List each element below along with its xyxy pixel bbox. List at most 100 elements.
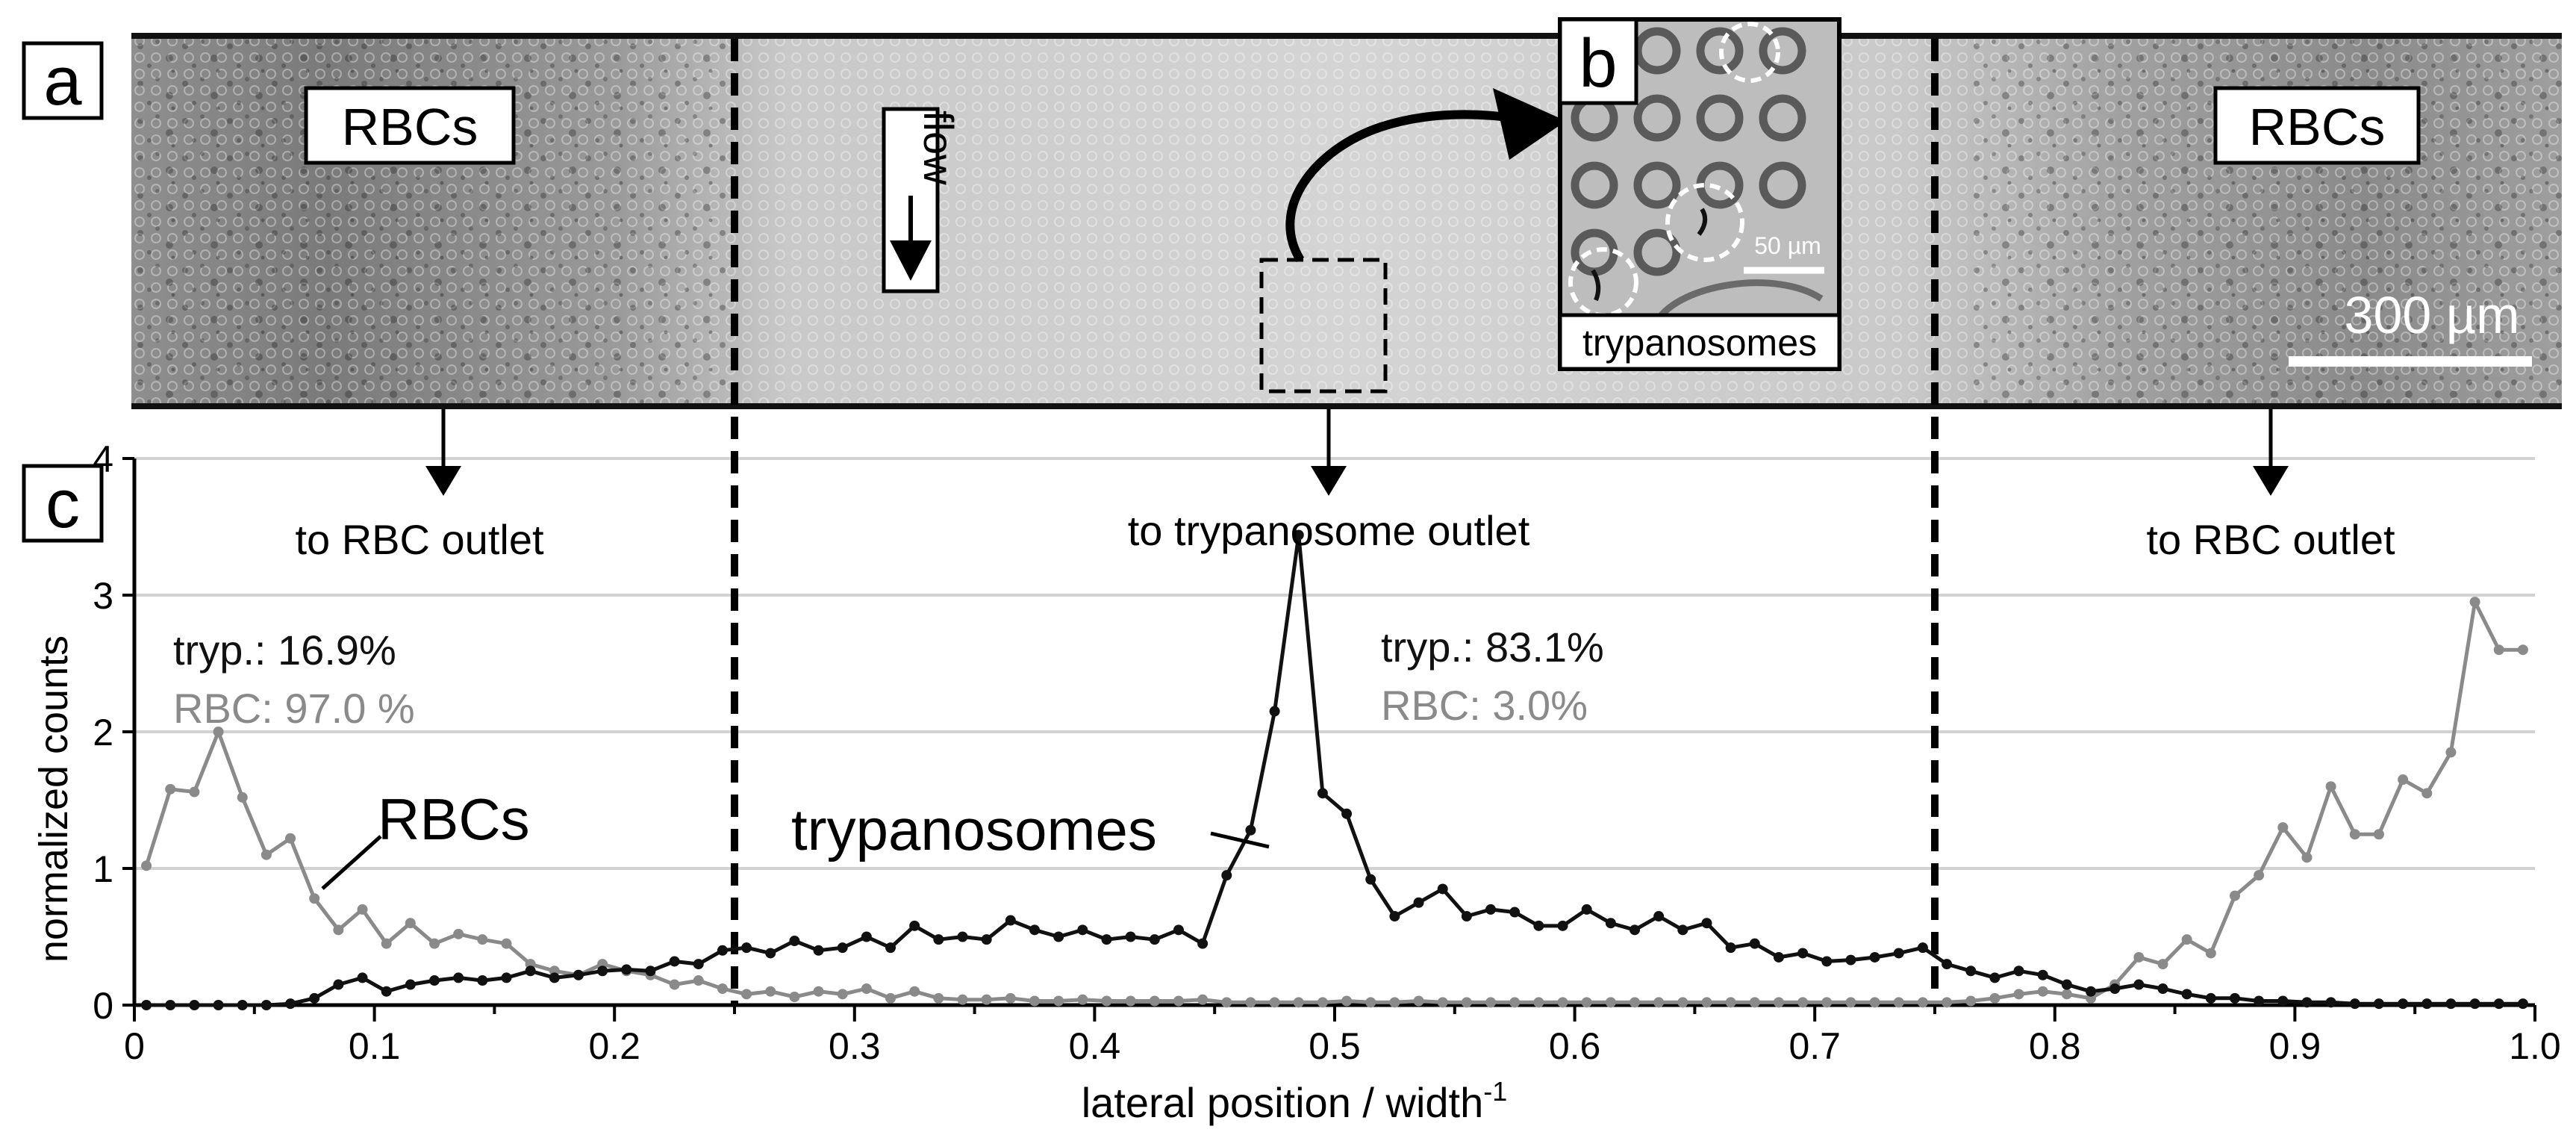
flow-indicator: flow bbox=[882, 107, 962, 293]
rbcs-point bbox=[1293, 997, 1304, 1008]
x-tick-label: 0.8 bbox=[2029, 1025, 2081, 1067]
rbcs-point bbox=[261, 849, 272, 860]
trypanosomes-point bbox=[1533, 920, 1544, 931]
rbc-series-label: RBCs bbox=[378, 786, 530, 852]
trypanosomes-point bbox=[2254, 995, 2265, 1007]
trypanosomes-point bbox=[693, 959, 704, 970]
center-tryp-percent: tryp.: 83.1% bbox=[1381, 624, 1604, 671]
trypanosomes-point bbox=[765, 948, 776, 959]
rbcs-point bbox=[405, 918, 416, 929]
trypanosomes-point bbox=[1173, 924, 1184, 936]
rbc-label-right: RBCs bbox=[2249, 98, 2386, 156]
scale-bar-300-label: 300 µm bbox=[2345, 286, 2520, 344]
trypanosomes-point bbox=[309, 992, 320, 1004]
rbcs-point bbox=[381, 938, 392, 949]
rbcs-point bbox=[1077, 994, 1088, 1005]
rbcs-point bbox=[1821, 997, 1833, 1008]
center-outlet-label: to trypanosome outlet bbox=[1128, 507, 1530, 554]
trypanosomes-point bbox=[2517, 998, 2528, 1010]
rbcs-point bbox=[429, 938, 440, 949]
trypanosomes-point bbox=[1557, 920, 1568, 931]
rbcs-point bbox=[1581, 997, 1592, 1008]
rbcs-point bbox=[1029, 995, 1040, 1007]
trypanosomes-point bbox=[2013, 966, 2024, 977]
rbcs-point bbox=[2061, 989, 2072, 1000]
trypanosomes-point bbox=[2109, 983, 2121, 995]
rbcs-point bbox=[213, 727, 224, 737]
panel-b-letter-box bbox=[1558, 17, 1638, 105]
left-rbc-percent: RBC: 97.0 % bbox=[173, 685, 415, 732]
trypanosomes-point bbox=[2157, 983, 2168, 995]
trypanosomes-point bbox=[1845, 954, 1856, 966]
trypanosomes-point bbox=[1677, 924, 1688, 936]
rbcs-point bbox=[2421, 788, 2433, 799]
trypanosomes-point bbox=[1293, 529, 1304, 541]
rbcs-point bbox=[2205, 948, 2216, 959]
trypanosomes-point bbox=[477, 975, 488, 986]
trypanosomes-point bbox=[2037, 969, 2048, 980]
rbcs-point bbox=[1773, 997, 1784, 1008]
panel-a-letter: a bbox=[43, 43, 82, 119]
inset-caption-box bbox=[1558, 313, 1841, 371]
trypanosomes-point bbox=[1797, 948, 1809, 959]
trypanosomes-point bbox=[2133, 979, 2145, 990]
trypanosomes-point bbox=[1653, 911, 1665, 922]
rbcs-point bbox=[2157, 959, 2168, 970]
rbcs-point bbox=[1509, 997, 1521, 1008]
rbcs-point bbox=[2037, 986, 2048, 997]
rbcs-point bbox=[957, 994, 968, 1005]
trypanosomes-point bbox=[1893, 948, 1904, 959]
trypanosomes-point bbox=[189, 1000, 200, 1010]
y-tick-label: 3 bbox=[93, 575, 113, 617]
rbcs-point bbox=[1005, 992, 1016, 1004]
rbcs-point bbox=[741, 989, 752, 1000]
trypanosomes-point bbox=[981, 934, 992, 945]
rbcs-point bbox=[141, 860, 152, 871]
outlet-arrows bbox=[441, 409, 2273, 478]
trypanosomes-point bbox=[1365, 874, 1376, 885]
rbc-label-left-box: RBCs bbox=[304, 86, 516, 165]
rbcs-point bbox=[1965, 995, 1977, 1007]
trypanosomes-point bbox=[357, 972, 368, 983]
rbcs-point bbox=[2398, 774, 2409, 786]
rbcs-point bbox=[1677, 997, 1688, 1008]
trypanosomes-point bbox=[621, 964, 632, 975]
scale-bar-300: 300 µm bbox=[2289, 286, 2532, 367]
zoom-arrow-head bbox=[1493, 88, 1566, 160]
trypanosomes-point bbox=[573, 969, 584, 980]
x-tick-label: 0.7 bbox=[1788, 1025, 1841, 1067]
scale-bar-50-label: 50 µm bbox=[1754, 232, 1821, 259]
trypanosomes-point bbox=[1029, 924, 1040, 936]
x-tick-label: 0.3 bbox=[829, 1025, 881, 1067]
rbcs-point bbox=[2181, 934, 2192, 945]
trypanosomes-point bbox=[1101, 934, 1112, 945]
trypanosomes-point bbox=[2230, 992, 2240, 1004]
x-tick-label: 1.0 bbox=[2509, 1025, 2561, 1067]
rbcs-point bbox=[1605, 997, 1616, 1008]
trypanosomes-point bbox=[285, 998, 296, 1010]
trypanosomes-point bbox=[1773, 951, 1784, 963]
rbcs-point bbox=[1461, 997, 1472, 1008]
rbcs-point bbox=[933, 992, 944, 1004]
panel-c-letter: c bbox=[46, 466, 80, 542]
trypanosomes-point bbox=[429, 975, 440, 986]
rbcs-point bbox=[1413, 995, 1424, 1007]
trypanosomes-point bbox=[1245, 824, 1256, 836]
trypanosomes-point bbox=[669, 956, 680, 967]
rbcs-point bbox=[2493, 644, 2504, 656]
rbcs-point bbox=[1701, 997, 1712, 1008]
left-outlet-label: to RBC outlet bbox=[295, 516, 543, 563]
rbcs-point bbox=[1245, 997, 1256, 1008]
trypanosomes-point bbox=[1965, 966, 1977, 977]
trypanosomes-point bbox=[1053, 931, 1064, 942]
trypanosomes-point bbox=[789, 935, 800, 946]
rbcs-point bbox=[765, 986, 776, 997]
rbcs-point bbox=[1942, 997, 1953, 1008]
panel-c-letter-box bbox=[22, 464, 104, 543]
trypanosomes-point bbox=[453, 972, 464, 983]
rbcs-point bbox=[1053, 995, 1064, 1007]
trypanosomes-point bbox=[909, 920, 920, 931]
